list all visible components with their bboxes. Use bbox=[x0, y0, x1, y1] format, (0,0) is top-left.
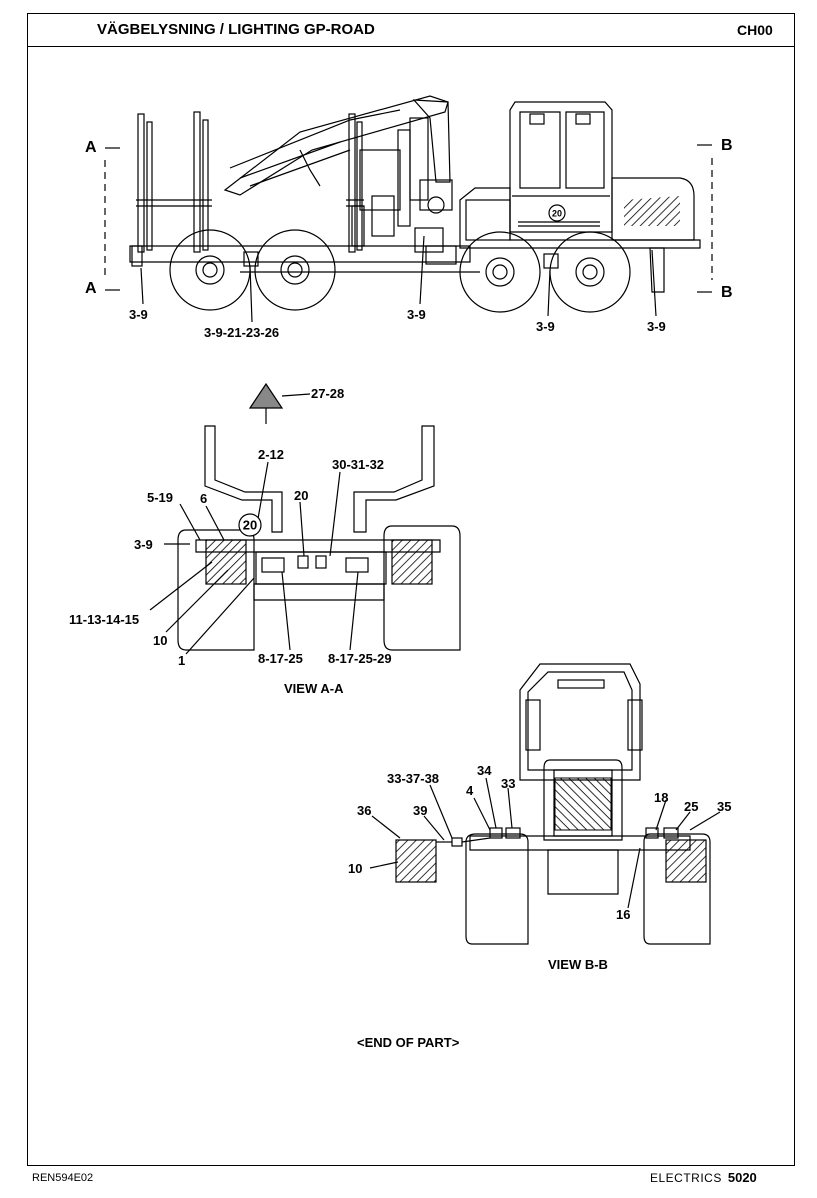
part-label: 4 bbox=[466, 783, 474, 798]
section-marker-a bbox=[104, 147, 120, 291]
part-label: 25 bbox=[684, 799, 698, 814]
part-label: 3-9 bbox=[129, 307, 148, 322]
part-label: 36 bbox=[357, 803, 371, 818]
forwarder-side-view bbox=[129, 95, 701, 323]
section-marker-b bbox=[697, 144, 713, 293]
part-label: 10 bbox=[153, 633, 167, 648]
part-label: 3-9 bbox=[134, 537, 153, 552]
document-code: REN594E02 bbox=[32, 1172, 94, 1184]
page-number: 5020 bbox=[727, 1170, 757, 1185]
header-divider bbox=[27, 46, 795, 47]
page-title: VÄGBELYSNING / LIGHTING GP-ROAD bbox=[97, 21, 375, 38]
part-label: 30-31-32 bbox=[332, 457, 384, 472]
part-label: 10 bbox=[348, 861, 362, 876]
part-label: 3-9 bbox=[407, 307, 426, 322]
part-label: 3-9 bbox=[647, 319, 666, 334]
part-label: 18 bbox=[654, 790, 668, 805]
callout-circle bbox=[548, 204, 566, 222]
callout-number: 20 bbox=[243, 518, 257, 533]
reflector-panel bbox=[391, 539, 433, 585]
part-label: 39 bbox=[413, 803, 427, 818]
view-b-caption: VIEW B-B bbox=[548, 957, 608, 972]
part-label: 35 bbox=[717, 799, 731, 814]
part-label: 8-17-25-29 bbox=[328, 651, 392, 666]
view-a-caption: VIEW A-A bbox=[284, 681, 344, 696]
front-view-b-b bbox=[369, 663, 721, 945]
page-frame bbox=[27, 13, 795, 1166]
part-label: 33-37-38 bbox=[387, 771, 439, 786]
section-b-label-top: B bbox=[721, 137, 733, 154]
part-label: 33 bbox=[501, 776, 515, 791]
part-label: 34 bbox=[477, 763, 492, 778]
part-label: 3-9 bbox=[536, 319, 555, 334]
reflector-panel bbox=[205, 539, 247, 585]
section-a-label-bottom: A bbox=[85, 280, 97, 297]
part-label: 11-13-14-15 bbox=[69, 612, 139, 627]
rear-view-a-a bbox=[149, 382, 461, 655]
section-a-label-top: A bbox=[85, 139, 97, 156]
part-label: 20 bbox=[294, 488, 308, 503]
part-label: 5-19 bbox=[147, 490, 173, 505]
part-label: 27-28 bbox=[311, 386, 344, 401]
part-label: 2-12 bbox=[258, 447, 284, 462]
reflector-panel bbox=[395, 839, 437, 883]
section-name: ELECTRICS bbox=[650, 1171, 722, 1185]
end-of-part-text: <END OF PART> bbox=[357, 1035, 460, 1050]
part-label: 16 bbox=[616, 907, 630, 922]
section-b-label-bottom: B bbox=[721, 284, 733, 301]
part-label: 8-17-25 bbox=[258, 651, 303, 666]
chapter-code: CH00 bbox=[737, 22, 773, 38]
callout-circle bbox=[238, 513, 262, 537]
radiator-grill bbox=[554, 777, 612, 831]
callout-number: 20 bbox=[552, 209, 562, 219]
part-label: 1 bbox=[178, 653, 185, 668]
reflector-panel bbox=[665, 839, 707, 883]
footer-section: ELECTRICS 5020 bbox=[650, 1170, 757, 1185]
part-label: 6 bbox=[200, 491, 207, 506]
part-label: 3-9-21-23-26 bbox=[204, 325, 279, 340]
